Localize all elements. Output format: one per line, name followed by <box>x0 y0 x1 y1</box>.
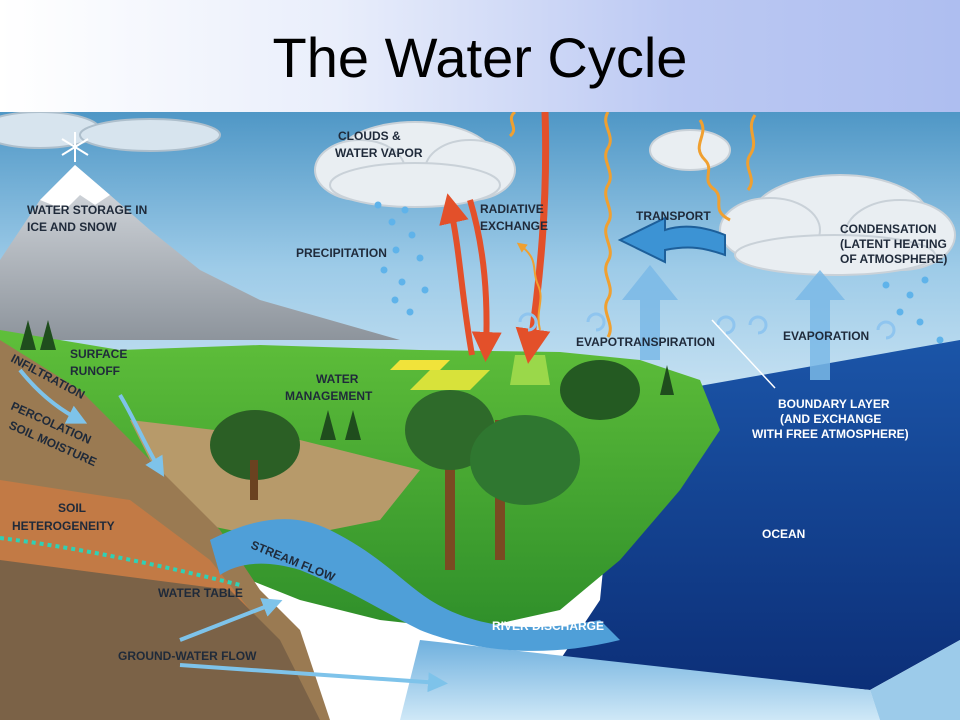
label-radiative-1: RADIATIVE <box>480 202 544 216</box>
label-boundary-1: BOUNDARY LAYER <box>778 397 890 411</box>
groundwater-arrow-1 <box>179 598 283 642</box>
rain-drops <box>374 201 944 344</box>
brown-field <box>130 420 420 540</box>
label-condensation-3: OF ATMOSPHERE) <box>840 252 947 266</box>
field-light <box>510 355 550 385</box>
label-ocean: OCEAN <box>762 527 805 541</box>
snowflake-icon <box>61 132 89 162</box>
sun-wave-2 <box>508 112 517 138</box>
infiltration-arrow <box>18 368 88 424</box>
radiative-arrow-down <box>467 199 502 362</box>
label-river-discharge: RIVER DISCHARGE <box>492 619 604 633</box>
label-water-table: WATER TABLE <box>158 586 243 600</box>
label-water-storage-2: ICE AND SNOW <box>27 220 117 234</box>
sun-wave-1 <box>604 112 612 338</box>
evaporation-arrow <box>795 270 845 380</box>
label-ground-water-flow: GROUND-WATER FLOW <box>118 649 257 663</box>
mountain <box>0 165 400 340</box>
sun-wave-4 <box>746 114 757 191</box>
radiative-arrow-up <box>439 193 475 356</box>
label-clouds-1: CLOUDS & <box>338 129 401 143</box>
label-transport: TRANSPORT <box>636 209 711 223</box>
groundwater-arrow-2 <box>179 663 448 693</box>
water-cycle-diagram: CLOUDS & WATER VAPOR WATER STORAGE IN IC… <box>0 112 960 720</box>
field-stripes <box>410 370 490 390</box>
ocean-side <box>400 640 880 720</box>
label-evaporation: EVAPORATION <box>783 329 869 343</box>
sun-wave-3 <box>697 119 731 222</box>
label-condensation-2: (LATENT HEATING <box>840 237 947 251</box>
cloud-right <box>649 129 956 276</box>
radiative-arrow-main <box>515 112 551 364</box>
boundary-leader <box>711 319 776 389</box>
label-boundary-2: (AND EXCHANGE <box>780 412 881 426</box>
label-soil-heterogeneity-2: HETEROGENEITY <box>12 519 115 533</box>
label-surface-runoff-2: RUNOFF <box>70 364 120 378</box>
label-boundary-3: WITH FREE ATMOSPHERE) <box>752 427 909 441</box>
label-radiative-2: EXCHANGE <box>480 219 548 233</box>
label-clouds-2: WATER VAPOR <box>335 146 423 160</box>
water-table-line <box>0 536 241 587</box>
ground-layer <box>0 560 320 720</box>
evapotranspiration-swirls <box>518 312 896 340</box>
label-soil-heterogeneity-1: SOIL <box>58 501 86 515</box>
transport-arrow <box>617 216 726 264</box>
ocean-edge <box>870 640 960 720</box>
label-water-management-1: WATER <box>316 372 359 386</box>
mountain-snow <box>40 165 110 210</box>
label-water-storage-1: WATER STORAGE IN <box>27 203 147 217</box>
slide-title: The Water Cycle <box>272 26 688 89</box>
radiative-small-arrow <box>516 242 542 331</box>
trees <box>20 320 674 570</box>
evapotranspiration-arrow <box>622 265 678 360</box>
label-surface-runoff-1: SURFACE <box>70 347 127 361</box>
label-water-management-2: MANAGEMENT <box>285 389 373 403</box>
label-evapotranspiration: EVAPOTRANSPIRATION <box>576 335 715 349</box>
title-band <box>0 0 960 112</box>
label-condensation-1: CONDENSATION <box>840 222 936 236</box>
field-yellow <box>390 360 450 370</box>
percolation-arrow <box>118 393 165 477</box>
stream <box>210 519 620 651</box>
label-precipitation: PRECIPITATION <box>296 246 387 260</box>
